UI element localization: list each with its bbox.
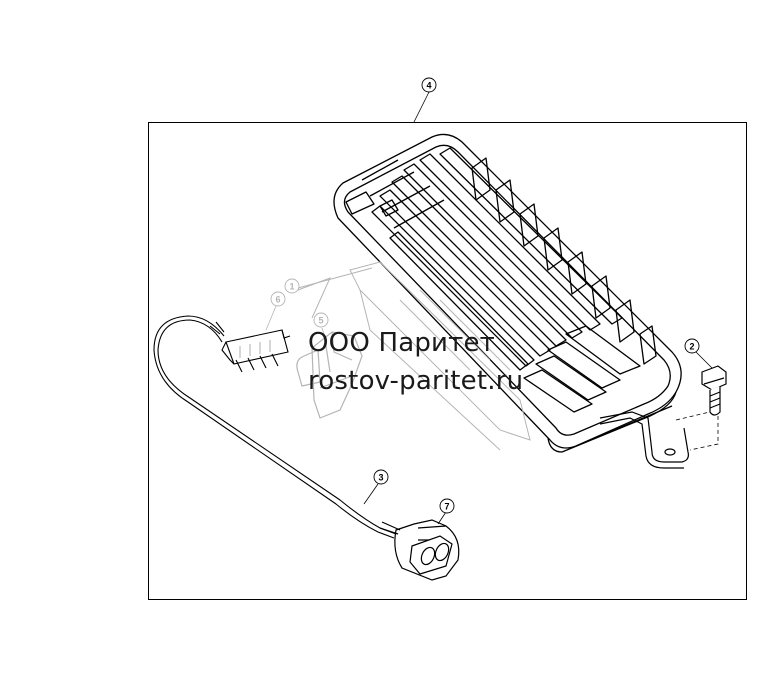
leader-3 xyxy=(363,483,379,505)
callout-5: 5 xyxy=(313,312,329,328)
callout-6: 6 xyxy=(270,291,286,307)
callout-7-label: 7 xyxy=(444,502,449,512)
callout-3-label: 3 xyxy=(378,473,383,483)
pedal-housing xyxy=(349,261,531,451)
harness-connector-6 xyxy=(221,329,291,373)
diagram-frame xyxy=(148,122,747,600)
callout-3: 3 xyxy=(373,469,389,485)
harness-cable xyxy=(153,315,397,539)
mounting-bracket xyxy=(599,411,689,469)
watermark-url: rostov-paritet.ru xyxy=(308,366,524,396)
leader-7 xyxy=(437,511,447,525)
callout-5-label: 5 xyxy=(318,316,323,326)
leader-5 xyxy=(321,327,327,341)
pedal-plate xyxy=(333,133,682,453)
callout-1: 1 xyxy=(284,278,300,294)
bolt xyxy=(701,365,727,416)
callout-4-label: 4 xyxy=(426,81,431,91)
watermark-company: ООО Паритет xyxy=(308,328,496,358)
leader-4 xyxy=(413,91,430,123)
harness-connector-7 xyxy=(379,519,460,581)
callout-2: 2 xyxy=(684,338,700,354)
callout-1-label: 1 xyxy=(289,282,294,292)
leader-1 xyxy=(297,267,373,319)
callout-2-label: 2 xyxy=(689,342,694,352)
sensor xyxy=(296,331,363,419)
callout-4: 4 xyxy=(421,77,437,93)
leader-6 xyxy=(265,305,277,331)
bolt-centerline xyxy=(675,409,719,451)
callout-6-label: 6 xyxy=(275,295,280,305)
callout-7: 7 xyxy=(439,498,455,514)
leader-2 xyxy=(695,351,713,369)
